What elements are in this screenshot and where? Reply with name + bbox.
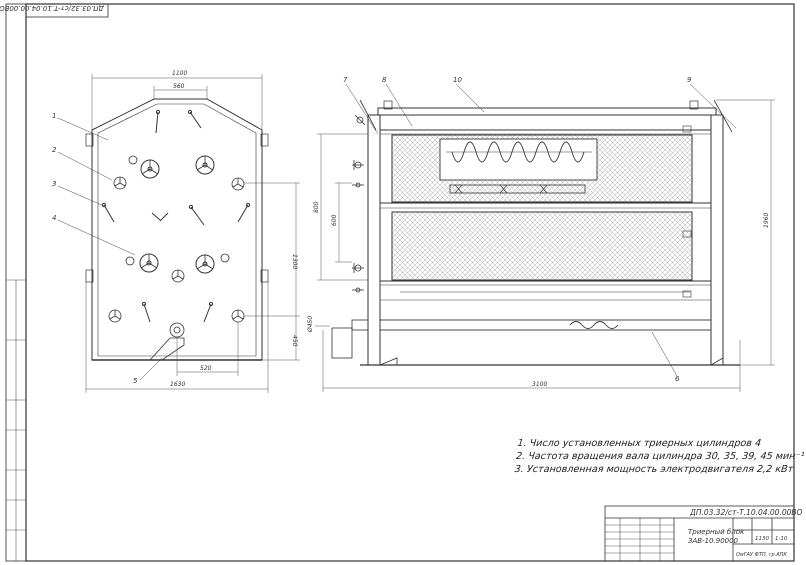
dim-length: 3100 xyxy=(532,381,547,388)
callout-9: 9 xyxy=(687,76,692,84)
right-post xyxy=(710,114,724,366)
sheet-inner-border xyxy=(25,3,795,562)
title-block-mass: 1130 xyxy=(755,536,769,542)
dim-inner-top: 560 xyxy=(173,83,185,90)
handwheel-upper-right xyxy=(195,155,215,175)
title-block-scale: 1:10 xyxy=(775,536,788,542)
callout-3: 3 xyxy=(52,180,56,188)
note-3: 3. Установленная мощность электродвигате… xyxy=(514,464,794,476)
callout-2: 2 xyxy=(52,146,57,154)
lever-group xyxy=(101,109,251,323)
callout-6: 6 xyxy=(675,375,680,383)
note-1: 1. Число установленных триерных цилиндро… xyxy=(516,438,762,449)
dim-width-top: 1100 xyxy=(172,70,187,77)
title-block-name-line1: Триерный блок xyxy=(688,528,745,536)
upper-screw-flight xyxy=(451,141,585,163)
title-block-org: ОмГАУ ФТП, гр.АПК xyxy=(736,552,787,558)
callout-10: 10 xyxy=(453,76,462,84)
left-post xyxy=(367,114,381,366)
top-rail xyxy=(377,107,717,116)
end-view-dim-labels: 1100 560 1300 450 520 1630 xyxy=(170,70,298,388)
dim-small: Ø450 xyxy=(307,316,314,333)
side-view-dim-labels: 3100 1960 800 600 Ø450 xyxy=(307,201,770,388)
drive-motor xyxy=(331,327,353,359)
top-stamp: ДП.03.32/ст-Т.10.04.00.00ВО xyxy=(0,3,109,18)
title-block-name-line2: ЗАВ-10.90000 xyxy=(688,537,739,545)
dim-total-width: 1630 xyxy=(170,381,185,388)
lower-screw-flight xyxy=(569,321,619,329)
upper-trough xyxy=(449,184,586,194)
end-view-inner-frame xyxy=(97,103,257,357)
dim-height: 1300 xyxy=(291,254,298,269)
end-view-frame xyxy=(91,98,263,361)
knob-group xyxy=(108,155,245,338)
sheet-outer-border xyxy=(5,3,795,562)
note-2: 2. Частота вращения вала цилиндра 30, 35… xyxy=(515,451,805,463)
dim-h1: 800 xyxy=(313,201,320,213)
title-block-code: ДП.03.32/ст-Т.10.04.00.00ВО xyxy=(689,508,803,517)
lower-screw-trough xyxy=(379,319,712,331)
callout-5: 5 xyxy=(133,377,138,385)
upper-screw-housing xyxy=(439,138,598,181)
left-margin-strip xyxy=(6,279,26,561)
title-block xyxy=(604,505,795,562)
end-view-dimensions xyxy=(85,74,300,393)
handwheel-upper-left xyxy=(140,159,160,179)
callout-7: 7 xyxy=(343,76,348,84)
side-view-dimensions xyxy=(315,99,775,392)
handwheel-lower-left xyxy=(139,253,159,273)
outlet-spout xyxy=(149,337,185,361)
lower-trier-cylinder xyxy=(391,211,693,281)
callout-1: 1 xyxy=(52,112,56,120)
end-view-callouts xyxy=(57,117,163,381)
side-view-callouts xyxy=(345,83,737,377)
side-view xyxy=(331,99,740,366)
handwheel-lower-right xyxy=(195,254,215,274)
dim-h2: 600 xyxy=(331,214,338,226)
callout-4: 4 xyxy=(52,214,56,222)
end-view xyxy=(85,98,269,361)
dim-total-height: 1960 xyxy=(763,213,770,228)
dim-bottom-inner: 520 xyxy=(200,365,212,372)
top-stamp-text: ДП.03.32/ст-Т.10.04.00.00ВО xyxy=(0,4,105,12)
side-handles xyxy=(352,114,366,293)
dim-lower-right: 450 xyxy=(291,335,298,347)
callout-8: 8 xyxy=(382,76,387,84)
technical-notes: 1. Число установленных триерных цилиндро… xyxy=(514,437,805,477)
